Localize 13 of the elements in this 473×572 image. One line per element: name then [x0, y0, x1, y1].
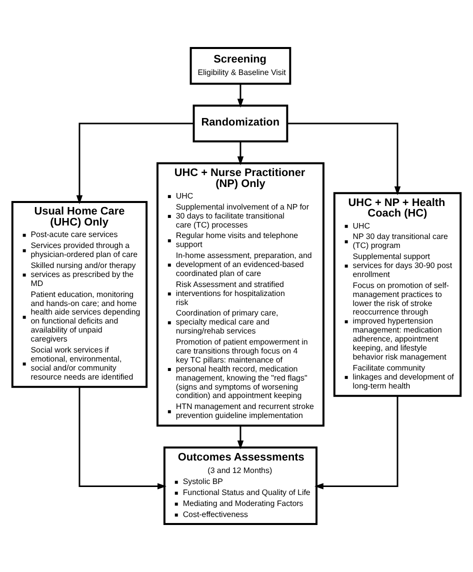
arrow [314, 396, 398, 490]
arrow [237, 141, 244, 166]
node-box: Screening Eligibility & Baseline Visit [190, 46, 292, 85]
node-box: UHC + Nurse Practitioner (NP) Only UHC Supplemental involvement of a NP for 30 days to facilitate transitional care (TC) processes Regular home visits and telephone support In-home assessment, preparation, and development of an evidenced-based coordinated plan of care Risk Assessment and stratified interventions for hospitalization risk Coordination of primary care, specialty medical care and nursing/rehab services Promotion of patient empowerment in care transitions through focus on 4 key TC pillars: maintenance of personal health record, medication management, knowing the "red flags" (signs and symptoms of worsening condition) and appointment keeping HTN management and recurrent stroke prevention guideline implementation [156, 162, 324, 427]
arrow [78, 386, 166, 490]
arrow [237, 84, 244, 108]
node-box: UHC + NP + Health Coach (HC) UHC NP 30 day transitional care (TC) program Supplemental support services for days 30-90 post enrollment Focus on promotion of self-management practices to lower the risk of stroke reoccurrence through improved hypertension management: medication adherence, appointment keeping, and lifestyle behavior risk management Facilitate community linkages and development of long-term health [333, 192, 462, 397]
node-box: Randomization [192, 104, 288, 142]
node-box: Usual Home Care (UHC) Only Post-acute care services Services provided through a physician-ordered plan of care Skilled nursing and/or therapy services as prescribed by the MD Patient education, monitoring and hands-on care; and home health aide services depending on functional deficits and availability of unpaid caregivers Social work services if emotional, environmental, social and/or community resource needs are identified [11, 201, 148, 388]
arrow [76, 122, 194, 204]
node-box: Outcomes Assessments (3 and 12 Months) Systolic BP Functional Status and Quality of Life Mediating and Moderating Factors Cost-effectiveness [163, 446, 318, 526]
arrow [237, 426, 244, 450]
arrow [288, 122, 401, 196]
